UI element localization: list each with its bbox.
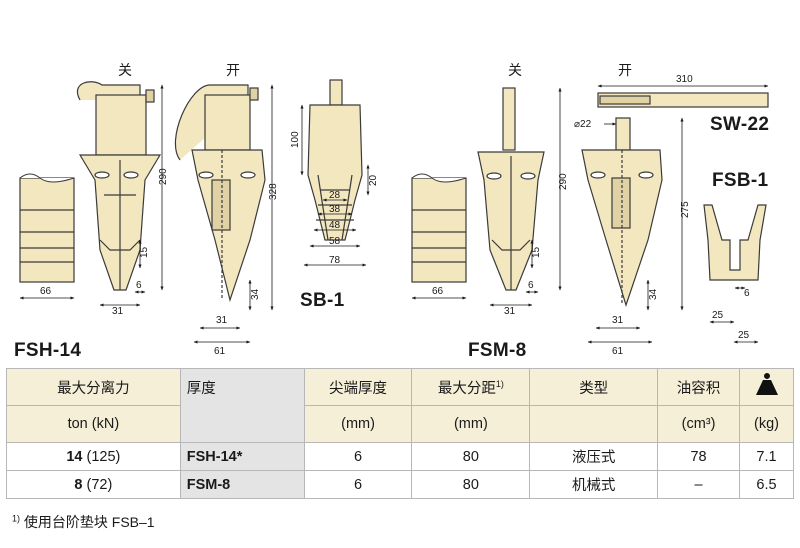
dim-61-fsm: 61	[612, 346, 624, 357]
table-header-row-2: ton (kN) (mm) (mm) (cm³) (kg)	[6, 405, 794, 443]
unit-force: ton (kN)	[6, 405, 181, 443]
spec-table: 最大分离力 厚度 尖端厚度 最大分距1) 类型 油容积 ton (kN) (mm…	[6, 368, 794, 499]
fsb1-dimensions	[709, 286, 759, 344]
dim-78: 78	[329, 255, 341, 266]
cell-type: 机械式	[529, 470, 659, 499]
unit-oil: (cm³)	[657, 405, 740, 443]
dim-34-fsh: 34	[250, 288, 261, 300]
dim-66-fsm: 66	[432, 286, 444, 297]
dim-58: 58	[329, 236, 341, 247]
dim-6-fsm: 6	[528, 280, 534, 291]
footnote: 1) 使用台阶垫块 FSB–1	[12, 512, 155, 532]
cell-force: 8 (72)	[6, 470, 181, 499]
dim-38: 38	[329, 204, 341, 215]
cell-weight: 6.5	[739, 470, 794, 499]
cell-force-kn: (72)	[86, 476, 113, 493]
fsm8-dimensions	[411, 84, 769, 344]
dim-66-fsh: 66	[40, 286, 52, 297]
cell-tip: 6	[303, 470, 413, 499]
fsm8-open-view	[581, 117, 663, 307]
unit-tip: (mm)	[303, 405, 413, 443]
header-max-spread-sup: 1)	[495, 378, 504, 389]
fsb1-view	[703, 204, 767, 281]
dim-100: 100	[290, 131, 301, 148]
dim-31-fsm: 31	[504, 306, 516, 317]
label-close-fsh: 关	[118, 62, 132, 78]
dim-34-fsm: 34	[648, 288, 659, 300]
cell-oil: 78	[657, 442, 740, 471]
cell-force-ton: 8	[74, 476, 83, 493]
fsm8-closed-view	[477, 87, 545, 291]
cell-spread: 80	[411, 442, 531, 471]
label-fsb1: FSB-1	[712, 170, 769, 191]
header-max-spread: 最大分距1)	[411, 368, 531, 406]
technical-drawing: 290 328 15 66 31 6 31 61 34 100 20 28 38…	[14, 62, 770, 361]
header-oil-volume: 油容积	[657, 368, 740, 406]
label-open-fsm: 开	[618, 62, 632, 78]
fsh14-closed-view	[77, 81, 162, 291]
header-tip-thickness: 尖端厚度	[303, 368, 413, 406]
fsm8-block-cut	[411, 173, 467, 183]
dim-61-fsh: 61	[214, 346, 226, 357]
dim-25b-fsb: 25	[738, 330, 750, 341]
dim-28: 28	[329, 190, 341, 201]
label-close-fsm: 关	[508, 62, 522, 78]
footnote-marker: 1)	[12, 513, 21, 524]
dim-31b-fsh: 31	[216, 315, 228, 326]
dim-6-fsh: 6	[136, 280, 142, 291]
sb1-dimensions	[300, 104, 370, 267]
cell-force: 14 (125)	[6, 442, 181, 471]
dim-6-fsb: 6	[744, 288, 750, 299]
dim-15-fsh: 15	[139, 246, 150, 258]
cell-type: 液压式	[529, 442, 659, 471]
label-fsh14: FSH-14	[14, 340, 82, 361]
cell-force-kn: (125)	[86, 448, 121, 465]
label-open-fsh: 开	[226, 62, 240, 78]
dim-275: 275	[680, 201, 691, 218]
table-header-row-1: 最大分离力 厚度 尖端厚度 最大分距1) 类型 油容积	[6, 368, 794, 443]
fsm8-block	[411, 177, 467, 283]
unit-weight: (kg)	[739, 405, 794, 443]
dim-20: 20	[368, 174, 379, 186]
fsh14-dimensions	[19, 84, 274, 344]
footnote-text: 使用台阶垫块 FSB–1	[23, 514, 155, 530]
cell-model: FSH-14*	[179, 442, 305, 471]
fsh14-open-view	[174, 84, 266, 303]
sb1-view	[307, 79, 363, 241]
cell-model: FSM-8	[179, 470, 305, 499]
dim-25a-fsb: 25	[712, 310, 724, 321]
cell-force-ton: 14	[66, 448, 83, 465]
cell-spread: 80	[411, 470, 531, 499]
sw22-wrench	[597, 92, 769, 108]
weight-icon	[755, 373, 778, 395]
fsh14-block	[19, 177, 75, 283]
spec-table-wrap: 最大分离力 厚度 尖端厚度 最大分距1) 类型 油容积 ton (kN) (mm…	[6, 368, 794, 499]
dim-31b-fsm: 31	[612, 315, 624, 326]
dim-290-fsm: 290	[558, 173, 569, 190]
table-row: 8 (72) FSM-8 6 80 机械式 – 6.5	[6, 470, 794, 499]
cell-tip: 6	[303, 442, 413, 471]
header-type: 类型	[529, 368, 659, 406]
dim-328: 328	[268, 183, 279, 200]
label-sb1: SB-1	[300, 290, 345, 311]
label-sw22: SW-22	[710, 114, 770, 135]
fsh14-block-cut	[19, 173, 75, 183]
drawing-svg: 290 328 15 66 31 6 31 61 34 100 20 28 38…	[19, 74, 769, 357]
cell-oil: –	[657, 470, 740, 499]
dim-290-fsh: 290	[158, 168, 169, 185]
cell-weight: 7.1	[739, 442, 794, 471]
table-row: 14 (125) FSH-14* 6 80 液压式 78 7.1	[6, 442, 794, 471]
header-max-force: 最大分离力	[6, 368, 181, 406]
label-fsm8: FSM-8	[468, 340, 527, 361]
dim-310: 310	[676, 74, 693, 85]
header-weight	[739, 368, 794, 406]
dim-15-fsm: 15	[531, 246, 542, 258]
dim-22: ⌀22	[574, 119, 592, 130]
dim-31-fsh: 31	[112, 306, 124, 317]
unit-spread: (mm)	[411, 405, 531, 443]
header-max-spread-text: 最大分距	[437, 380, 496, 397]
dim-48: 48	[329, 220, 341, 231]
unit-type-empty	[529, 405, 659, 443]
header-thickness: 厚度	[179, 368, 305, 443]
